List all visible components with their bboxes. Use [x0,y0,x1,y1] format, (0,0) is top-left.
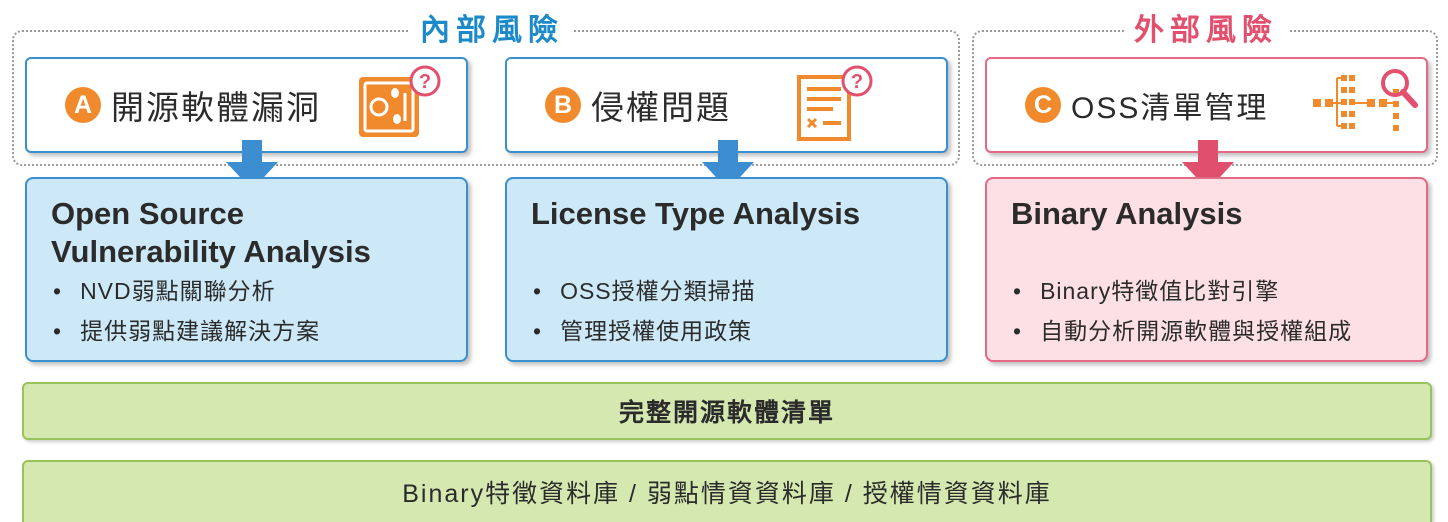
risk-label-b: 侵權問題 [591,89,731,126]
internal-risk-group: 內部風險 [12,14,960,166]
safe-bug-icon: ? [359,65,441,137]
component-tree-search-icon [1313,69,1418,131]
list-item: 自動分析開源軟體與授權組成 [1013,311,1352,351]
risk-box-a: A 開源軟體漏洞 ? [25,57,468,153]
arrow-down-c [1182,140,1234,190]
risk-label-a: 開源軟體漏洞 [111,89,321,126]
external-risk-title: 外部風險 [1124,14,1288,48]
badge-c: C [1025,87,1061,123]
svg-text:?: ? [419,71,431,93]
database-bar: Binary特徵資料庫 / 弱點情資資料庫 / 授權情資資料庫 [22,460,1432,522]
list-item: OSS授權分類掃描 [533,271,756,311]
internal-risk-title: 內部風險 [410,14,574,48]
list-item: NVD弱點關聯分析 [53,271,320,311]
risk-box-c: C OSS清單管理 [985,57,1428,153]
panel-bullets: Binary特徵值比對引擎 自動分析開源軟體與授權組成 [1013,271,1352,351]
panel-bullets: NVD弱點關聯分析 提供弱點建議解決方案 [53,271,320,351]
badge-b: B [545,87,581,123]
risk-label-c: OSS清單管理 [1071,92,1269,125]
inventory-bar: 完整開源軟體清單 [22,382,1432,440]
arrow-down-a [226,140,278,190]
list-item: 管理授權使用政策 [533,311,756,351]
analysis-panel-binary: Binary Analysis Binary特徵值比對引擎 自動分析開源軟體與授… [985,177,1428,362]
svg-text:?: ? [851,71,863,93]
analysis-panel-license: License Type Analysis OSS授權分類掃描 管理授權使用政策 [505,177,948,362]
panel-title-line1: Open Source [51,196,244,231]
list-item: Binary特徵值比對引擎 [1013,271,1352,311]
list-item: 提供弱點建議解決方案 [53,311,320,351]
arrow-down-b [702,140,754,190]
risk-box-b: B 侵權問題 ? [505,57,948,153]
analysis-panel-vulnerability: Open Source Vulnerability Analysis NVD弱點… [25,177,468,362]
panel-title-line1: License Type Analysis [531,196,861,231]
badge-a: A [65,87,101,123]
panel-title-line2: Vulnerability Analysis [51,234,371,269]
license-document-icon: ? [797,65,873,141]
external-risk-group: 外部風險 [972,14,1438,166]
panel-title-line1: Binary Analysis [1011,196,1243,231]
panel-bullets: OSS授權分類掃描 管理授權使用政策 [533,271,756,351]
